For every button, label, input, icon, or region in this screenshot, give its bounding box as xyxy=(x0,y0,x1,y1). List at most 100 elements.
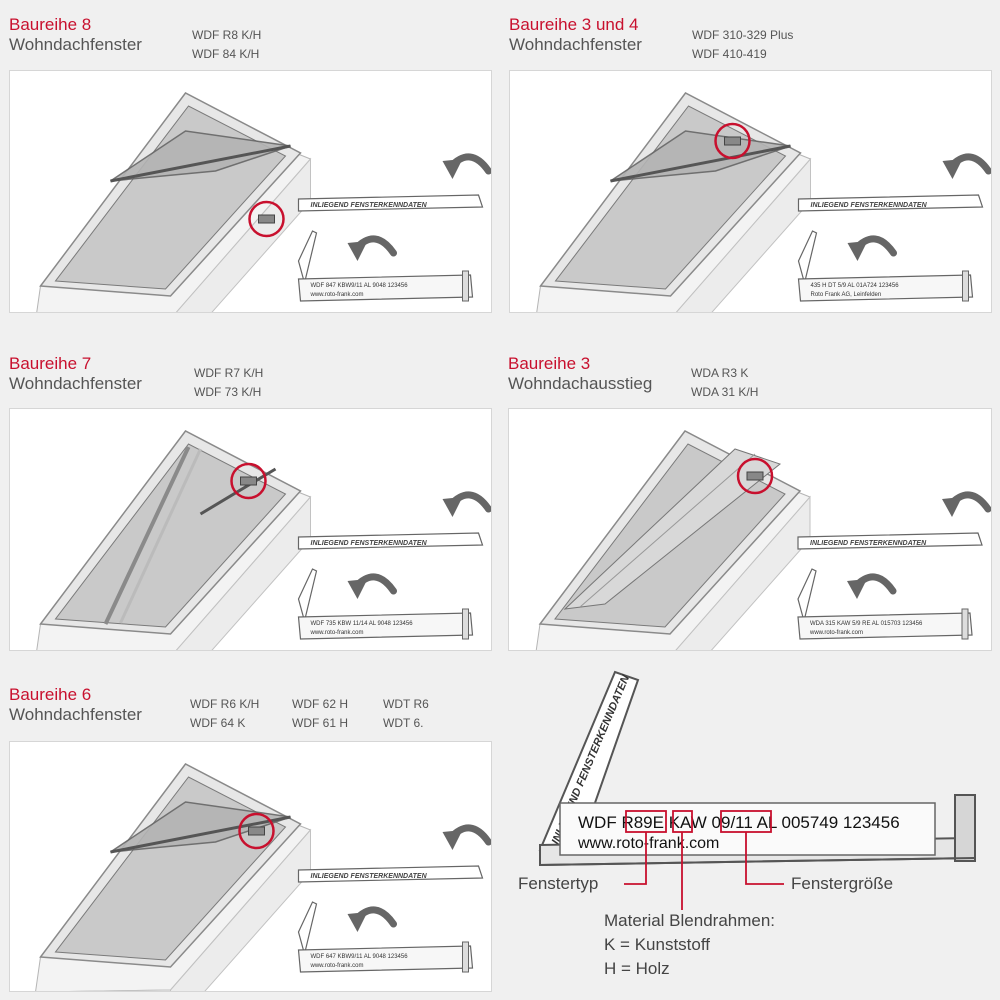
plate-line-1: WDF 647 KBW9/11 AL 9048 123456 xyxy=(311,954,409,960)
model-codes: WDT R6 WDT 6. xyxy=(383,695,429,733)
model-code: WDF R7 K/H xyxy=(194,366,264,380)
model-code: WDT 6. xyxy=(383,716,424,730)
label-strip-outline xyxy=(297,865,484,883)
model-code: WDF 73 K/H xyxy=(194,385,262,399)
plate-cover xyxy=(297,230,318,284)
plate-code-line: WDF R89E KAW 09/11 AL 005749 123456 xyxy=(578,813,900,832)
illustration-panel: INLIEGEND FENSTERKENNDATEN 435 H DT 5/9 A… xyxy=(509,70,992,313)
closed-label-strip: INLIEGEND FENSTERKENNDATEN xyxy=(297,194,484,212)
model-code: WDF 62 H xyxy=(292,697,349,711)
plate-body xyxy=(297,274,474,302)
plate-cover xyxy=(297,901,318,955)
plate-line-1: WDF 847 KBW9/11 AL 9048 123456 xyxy=(311,283,409,289)
roof-window-illustration xyxy=(536,92,812,312)
product-type: Wohndachfenster xyxy=(9,374,142,393)
model-code: WDF R8 K/H xyxy=(192,28,262,42)
window-diagram: INLIEGEND FENSTERKENNDATEN WDF 647 KBW9/1… xyxy=(35,763,491,991)
series-name: Baureihe 3 xyxy=(508,354,591,373)
highlight-circle xyxy=(714,122,751,160)
plate-line-2: www.roto-frank.com xyxy=(310,963,364,969)
label-strip-text: INLIEGEND FENSTERKENNDATEN xyxy=(311,540,428,547)
sash-handle-bar xyxy=(110,144,291,183)
illustration-panel: INLIEGEND FENSTERKENNDATEN WDF 647 KBW9/1… xyxy=(9,741,492,992)
opened-type-plate: WDA 315 KAW 5/9 RE AL 015703 123456www.r… xyxy=(797,568,973,640)
product-type: Wohndachfenster xyxy=(9,705,142,724)
model-code: WDF 61 H xyxy=(292,716,349,730)
flip-up-arrow xyxy=(442,153,491,179)
closed-label-strip: INLIEGEND FENSTERKENNDATEN xyxy=(797,194,984,212)
model-code: WDF 310-329 Plus xyxy=(692,28,794,42)
arrow-head-icon xyxy=(347,241,368,261)
model-codes: WDF 62 H WDF 61 H xyxy=(292,695,348,733)
label-strip-text: INLIEGEND FENSTERKENNDATEN xyxy=(311,873,428,880)
plate-line-1: WDF 735 KBW 11/14 AL 9048 123456 xyxy=(311,621,414,627)
connector-fenstertyp xyxy=(624,832,647,885)
plate-code-token: AL 005749 123456 xyxy=(753,813,900,832)
window-diagram: INLIEGEND FENSTERKENNDATEN WDF 847 KBW9/1… xyxy=(36,92,491,312)
roof-window-illustration xyxy=(36,92,312,312)
roof-side xyxy=(69,989,171,991)
model-code: WDF 64 K xyxy=(190,716,246,730)
closed-label-strip: INLIEGEND FENSTERKENNDATEN xyxy=(297,532,484,550)
model-code: WDF R6 K/H xyxy=(190,697,260,711)
connector-fenstergroesse xyxy=(745,832,784,885)
product-type: Wohndachfenster xyxy=(509,35,642,54)
product-type: Wohndachfenster xyxy=(9,35,142,54)
illustration-panel: INLIEGEND FENSTERKENNDATEN WDF 735 KBW 11… xyxy=(9,408,492,651)
flip-open-arrow xyxy=(347,573,397,599)
plate-code-token: R89E xyxy=(621,813,664,832)
roof-window-illustration xyxy=(35,763,312,991)
arrow-head-icon xyxy=(347,579,368,599)
series-name: Baureihe 3 und 4 xyxy=(509,15,639,34)
illustration-panel: INLIEGEND FENSTERKENNDATEN WDF 847 KBW9/1… xyxy=(9,70,492,313)
model-code: WDT R6 xyxy=(383,697,429,711)
plate-code-token: WDF xyxy=(578,813,621,832)
plate-end-cap xyxy=(462,941,469,973)
type-plate-location xyxy=(258,214,275,224)
type-plate-location xyxy=(240,476,257,486)
label-strip-text: INLIEGEND FENSTERKENNDATEN xyxy=(811,202,928,209)
flip-up-arrow xyxy=(442,824,491,850)
flip-open-arrow xyxy=(347,235,397,261)
plate-end-cap xyxy=(961,608,969,640)
arrow-head-icon xyxy=(442,830,463,850)
arrow-head-icon xyxy=(942,159,963,179)
label-strip-outline xyxy=(797,532,983,550)
opened-type-plate: WDF 847 KBW9/11 AL 9048 123456www.roto-f… xyxy=(297,230,474,302)
plate-bottom-edge xyxy=(539,857,975,866)
exit-sash-line xyxy=(579,453,756,608)
opened-type-plate: WDF 647 KBW9/11 AL 9048 123456 www.roto-f… xyxy=(297,901,474,973)
arrow-head-icon xyxy=(942,497,962,517)
plate-cover xyxy=(797,568,817,622)
highlight-circle xyxy=(248,200,285,238)
model-code: WDA 31 K/H xyxy=(691,385,759,399)
plate-line-1: WDA 315 KAW 5/9 RE AL 015703 123456 xyxy=(810,621,923,627)
model-codes: WDF R6 K/H WDF 64 K xyxy=(190,695,259,733)
series-name: Baureihe 7 xyxy=(9,354,92,373)
closed-label-strip: INLIEGEND FENSTERKENNDATEN xyxy=(297,865,484,883)
closed-label-strip: INLIEGEND FENSTERKENNDATEN xyxy=(797,532,983,550)
annotation-fenstertyp: Fenstertyp xyxy=(518,874,599,893)
highlight-circle xyxy=(230,462,267,500)
arrow-head-icon xyxy=(442,497,463,517)
roof-window-illustration xyxy=(36,430,312,650)
arrow-head-icon xyxy=(847,241,868,261)
sash-divider-shadow xyxy=(119,448,202,624)
flip-up-arrow xyxy=(942,153,991,179)
illustration-panel: INLIEGEND FENSTERKENNDATEN WDA 315 KAW 5/… xyxy=(508,408,992,651)
label-strip-text: INLIEGEND FENSTERKENNDATEN xyxy=(311,202,428,209)
arrow-head-icon xyxy=(442,159,463,179)
plate-line-1: 435 H DT 5/9 AL 01A724 123456 xyxy=(811,283,900,289)
annotation-material-line: Material Blendrahmen: xyxy=(604,911,776,930)
arrow-head-icon xyxy=(347,912,368,932)
product-type: Wohndachausstieg xyxy=(508,374,653,393)
flip-open-arrow xyxy=(347,906,397,932)
plate-end-cap xyxy=(462,608,469,640)
